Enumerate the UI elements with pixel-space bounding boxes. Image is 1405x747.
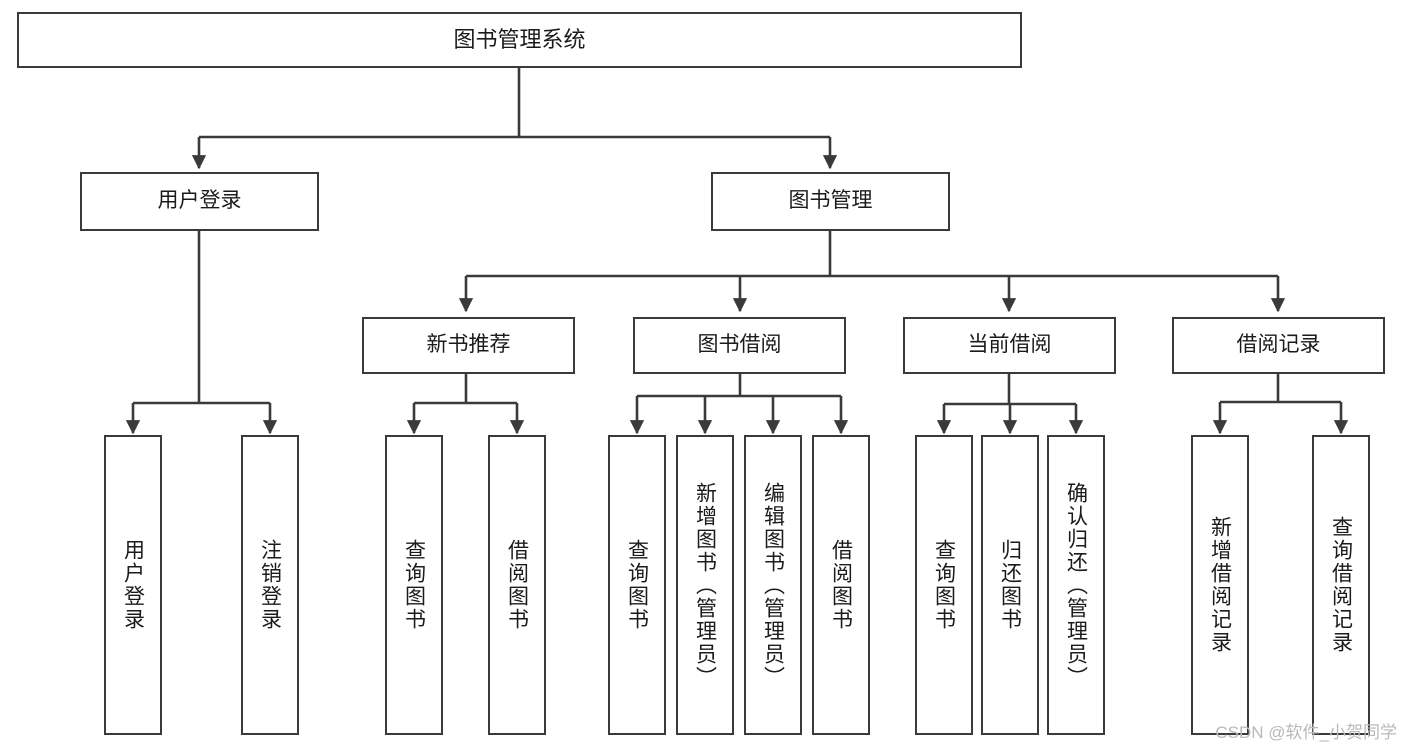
- node-new-book-recommend-label: 新书推荐: [426, 333, 511, 357]
- node-leaf-query-book-1-label: 查询图书: [402, 539, 426, 631]
- node-root-system[interactable]: 图书管理系统: [17, 12, 1022, 68]
- node-leaf-edit-book-label: 编辑图书（管理员）: [761, 481, 785, 689]
- node-leaf-query-book-2[interactable]: 查询图书: [608, 435, 666, 735]
- node-leaf-query-book-3-label: 查询图书: [932, 539, 956, 631]
- node-leaf-confirm-return[interactable]: 确认归还（管理员）: [1047, 435, 1105, 735]
- node-leaf-add-book-label: 新增图书（管理员）: [693, 481, 717, 689]
- node-leaf-add-record-label: 新增借阅记录: [1208, 516, 1232, 654]
- node-book-borrow-label: 图书借阅: [697, 333, 782, 357]
- node-leaf-return-book-label: 归还图书: [998, 539, 1022, 631]
- node-leaf-borrow-book-2[interactable]: 借阅图书: [812, 435, 870, 735]
- node-root-system-label: 图书管理系统: [453, 27, 586, 53]
- node-user-login[interactable]: 用户登录: [80, 172, 319, 231]
- node-leaf-edit-book[interactable]: 编辑图书（管理员）: [744, 435, 802, 735]
- node-leaf-user-login-label: 用户登录: [121, 539, 145, 631]
- node-book-management-label: 图书管理: [788, 189, 873, 213]
- node-current-borrow[interactable]: 当前借阅: [903, 317, 1116, 374]
- node-current-borrow-label: 当前借阅: [967, 333, 1052, 357]
- node-leaf-query-book-2-label: 查询图书: [625, 539, 649, 631]
- node-leaf-query-record[interactable]: 查询借阅记录: [1312, 435, 1370, 735]
- node-leaf-user-login[interactable]: 用户登录: [104, 435, 162, 735]
- node-book-borrow[interactable]: 图书借阅: [633, 317, 846, 374]
- node-user-login-label: 用户登录: [157, 189, 242, 213]
- node-leaf-query-book-3[interactable]: 查询图书: [915, 435, 973, 735]
- node-leaf-borrow-book-1-label: 借阅图书: [505, 539, 529, 631]
- node-leaf-borrow-book-2-label: 借阅图书: [829, 539, 853, 631]
- node-leaf-logout-login[interactable]: 注销登录: [241, 435, 299, 735]
- node-leaf-add-book[interactable]: 新增图书（管理员）: [676, 435, 734, 735]
- node-leaf-confirm-return-label: 确认归还（管理员）: [1064, 481, 1088, 689]
- node-leaf-logout-login-label: 注销登录: [258, 539, 282, 631]
- node-borrow-record-label: 借阅记录: [1236, 333, 1321, 357]
- node-leaf-return-book[interactable]: 归还图书: [981, 435, 1039, 735]
- node-borrow-record[interactable]: 借阅记录: [1172, 317, 1385, 374]
- watermark-text: CSDN @软件_小贺同学: [1215, 723, 1397, 742]
- node-leaf-borrow-book-1[interactable]: 借阅图书: [488, 435, 546, 735]
- node-leaf-query-book-1[interactable]: 查询图书: [385, 435, 443, 735]
- node-leaf-add-record[interactable]: 新增借阅记录: [1191, 435, 1249, 735]
- node-new-book-recommend[interactable]: 新书推荐: [362, 317, 575, 374]
- node-leaf-query-record-label: 查询借阅记录: [1329, 516, 1353, 654]
- node-book-management[interactable]: 图书管理: [711, 172, 950, 231]
